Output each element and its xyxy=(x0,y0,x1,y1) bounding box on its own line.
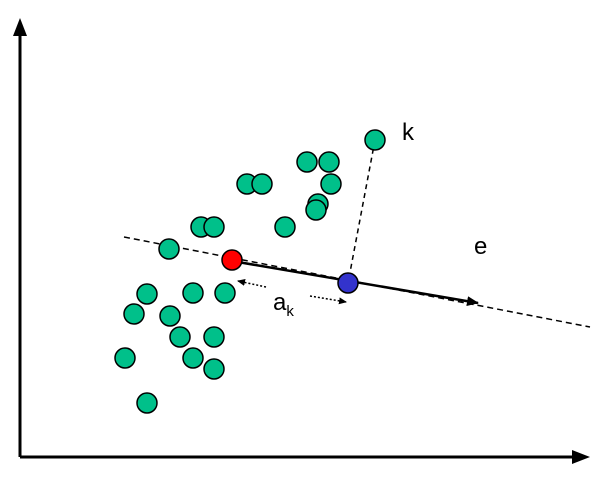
data-point xyxy=(203,216,225,238)
projection-dashed-line xyxy=(347,139,376,284)
data-point xyxy=(274,216,296,238)
data-point-k xyxy=(364,129,386,151)
y-axis-arrowhead xyxy=(13,18,27,36)
mean-point xyxy=(221,249,243,271)
data-point xyxy=(251,173,273,195)
data-point xyxy=(182,347,204,369)
data-point xyxy=(123,303,145,325)
data-points xyxy=(114,129,386,414)
point-k-label: k xyxy=(402,119,415,146)
direction-e-label: e xyxy=(474,233,487,260)
x-axis-arrowhead xyxy=(572,450,590,464)
ak-right-dotted-arrow xyxy=(309,295,347,305)
principal-axis-dashed-line xyxy=(123,236,591,328)
data-point xyxy=(214,282,236,304)
data-point xyxy=(318,151,340,173)
projection-subscript-k: k xyxy=(286,303,294,320)
data-point xyxy=(320,173,342,195)
data-point xyxy=(136,392,158,414)
data-point xyxy=(203,358,225,380)
data-point xyxy=(136,283,158,305)
data-point xyxy=(159,305,181,327)
projection-ak-label: ak xyxy=(273,289,294,320)
ak-left-dotted-arrow xyxy=(237,279,267,288)
data-point xyxy=(203,326,225,348)
data-point xyxy=(114,347,136,369)
data-point xyxy=(296,151,318,173)
data-point xyxy=(305,199,327,221)
data-point xyxy=(169,326,191,348)
projected-point xyxy=(337,272,359,294)
data-point xyxy=(158,238,180,260)
data-point xyxy=(182,282,204,304)
projection-a: a xyxy=(273,289,287,316)
